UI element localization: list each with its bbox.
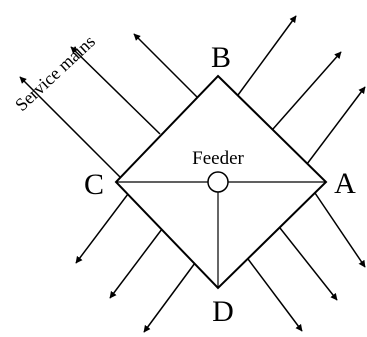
service-main-arrow	[272, 51, 342, 130]
service-main-arrow	[75, 193, 129, 264]
service-mains-label: Service mains	[11, 31, 99, 115]
service-main-arrow	[279, 227, 338, 301]
vertex-label-b: B	[211, 41, 231, 74]
service-main-arrow	[314, 192, 366, 268]
service-main-arrow	[247, 258, 303, 332]
service-main-arrow	[237, 15, 297, 96]
service-main-arrow	[19, 76, 121, 178]
feeder-point	[207, 171, 229, 193]
service-main-arrow	[133, 33, 198, 98]
vertex-label-d: D	[212, 295, 234, 328]
service-main-arrow	[306, 86, 366, 165]
service-main-arrow	[143, 262, 196, 333]
vertex-label-a: A	[334, 167, 356, 200]
vertex-label-c: C	[84, 168, 104, 201]
feeder-label: Feeder	[192, 148, 244, 169]
service-main-arrow	[70, 46, 161, 135]
service-main-arrow	[109, 228, 163, 299]
